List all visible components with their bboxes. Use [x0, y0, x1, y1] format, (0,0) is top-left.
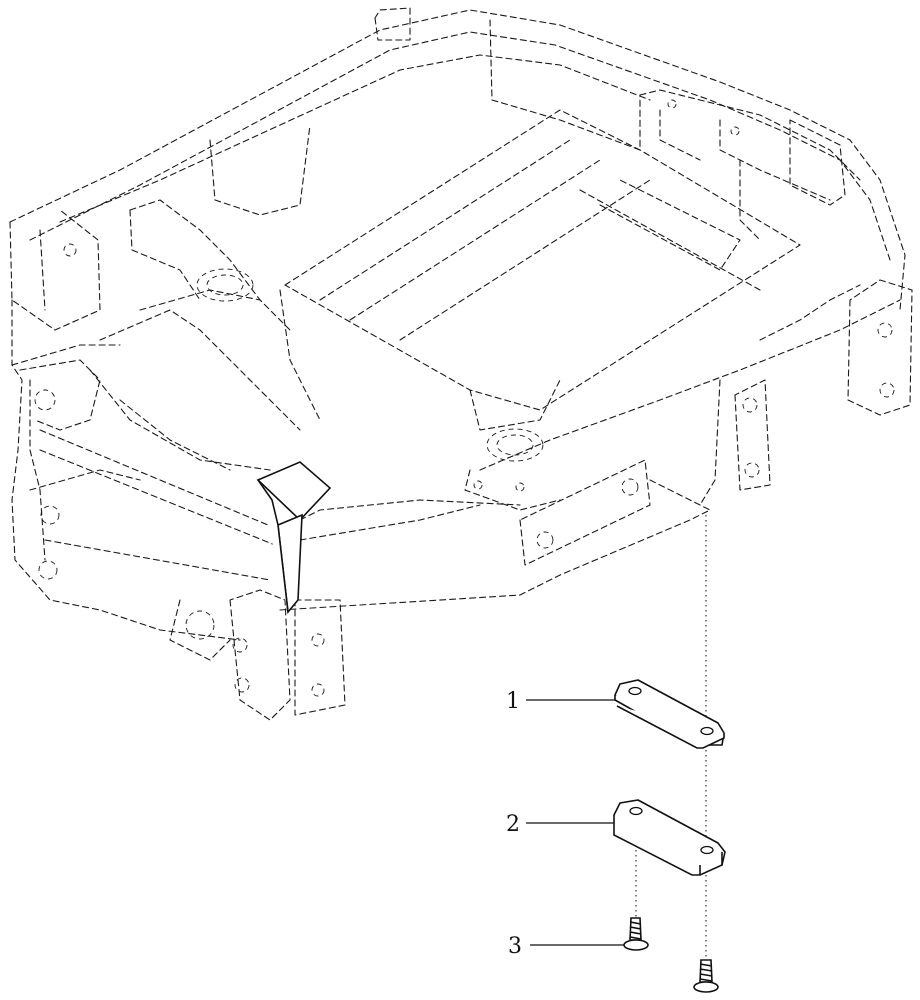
callout-2: 2 — [506, 812, 614, 837]
callout-1: 1 — [506, 689, 615, 714]
callout-2-label: 2 — [506, 812, 520, 837]
callout-3-label: 3 — [508, 934, 522, 959]
plate-2-hole-left — [629, 806, 643, 816]
plate-part-2 — [613, 799, 726, 876]
assembly-axes — [635, 515, 707, 960]
screw-part-3-right — [693, 959, 719, 993]
housing-bracket — [256, 461, 332, 614]
plate-1-hole-right — [700, 726, 714, 736]
plate-part-1 — [614, 679, 725, 749]
callout-1-label: 1 — [506, 689, 520, 714]
plate-2-hole-right — [700, 845, 714, 855]
plate-1-hole-left — [628, 686, 642, 696]
phantom-housing — [9, 7, 913, 721]
callout-3: 3 — [508, 934, 624, 959]
screw-part-3-left — [623, 917, 649, 951]
